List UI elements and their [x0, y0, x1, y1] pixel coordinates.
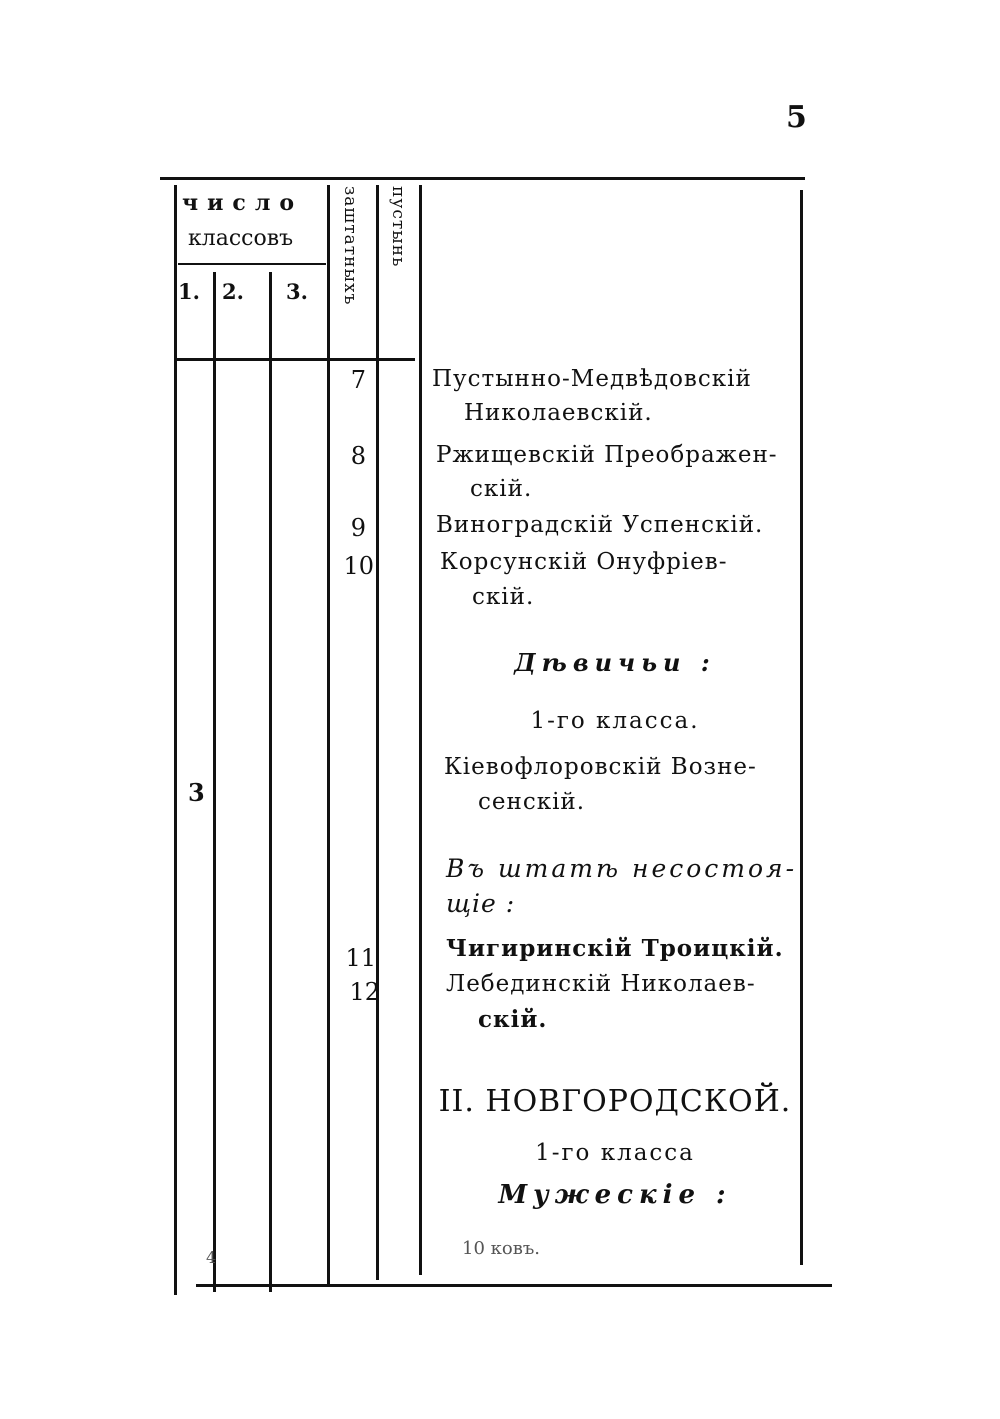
table-right-border	[800, 190, 803, 1265]
table-top-rule	[160, 177, 805, 180]
row-entry-line: скій.	[470, 476, 533, 502]
row-entry-line: Кіевофлоровскій Возне-	[444, 754, 757, 780]
section-heading: Въ штатѣ несостоя-	[446, 854, 798, 883]
row-entry-line: Николаевскій.	[464, 400, 653, 426]
class-col-divider-2	[269, 272, 272, 1292]
section-heading: щіе :	[446, 889, 516, 918]
row-number: 9	[350, 514, 366, 542]
row-number: 8	[350, 442, 366, 470]
header-class-1: 1.	[178, 279, 200, 304]
page-number: 5	[786, 100, 807, 135]
row-entry-line: сенскій.	[478, 789, 586, 815]
row-entry-line: Лебединскій Николаев-	[446, 971, 756, 997]
header-class-2: 2.	[222, 279, 244, 304]
row-number: 12	[349, 978, 380, 1006]
class-col-divider-1	[213, 272, 216, 1292]
row-number: 7	[350, 366, 366, 394]
class-label: 1-го класса.	[530, 708, 700, 734]
row-number: 10	[343, 552, 374, 580]
class-group-divider	[178, 263, 326, 265]
supernumerary-col-left	[327, 185, 330, 1285]
row-entry-line: Чигиринскій Троицкій.	[446, 935, 784, 962]
row-number: 11	[345, 944, 376, 972]
header-class-3: 3.	[286, 279, 308, 304]
section-subheading: Мужескіе :	[498, 1180, 732, 1210]
footer-mark: 4	[206, 1248, 217, 1267]
row-entry-line: Корсунскій Онуфріев-	[440, 549, 728, 575]
class1-count: 3	[188, 778, 205, 807]
row-entry-line: скій.	[478, 1006, 548, 1033]
row-entry-line: Пустынно-Медвѣдовскій	[432, 366, 752, 392]
header-deserted: пустынь	[388, 186, 408, 268]
header-supernumerary: заштатныхъ	[340, 186, 360, 306]
header-group-title: число	[182, 190, 304, 216]
header-group-subtitle: классовъ	[188, 226, 294, 251]
row-entry-line: Ржищевскій Преображен-	[436, 442, 778, 468]
header-bottom-rule	[175, 358, 415, 361]
section-heading: Дѣвичьи :	[514, 648, 716, 677]
table-bottom-rule	[196, 1284, 832, 1287]
row-entry-line: скій.	[472, 584, 535, 610]
names-col-left	[419, 185, 422, 1275]
partial-line: 10 ковъ.	[462, 1238, 541, 1259]
row-entry-line: Виноградскій Успенскій.	[436, 512, 764, 538]
class-label: 1-го класса	[535, 1140, 695, 1166]
table-left-border	[174, 185, 177, 1295]
diocese-title: II. НОВГОРОДСКОЙ.	[438, 1084, 792, 1119]
deserted-col-left	[376, 185, 379, 1280]
